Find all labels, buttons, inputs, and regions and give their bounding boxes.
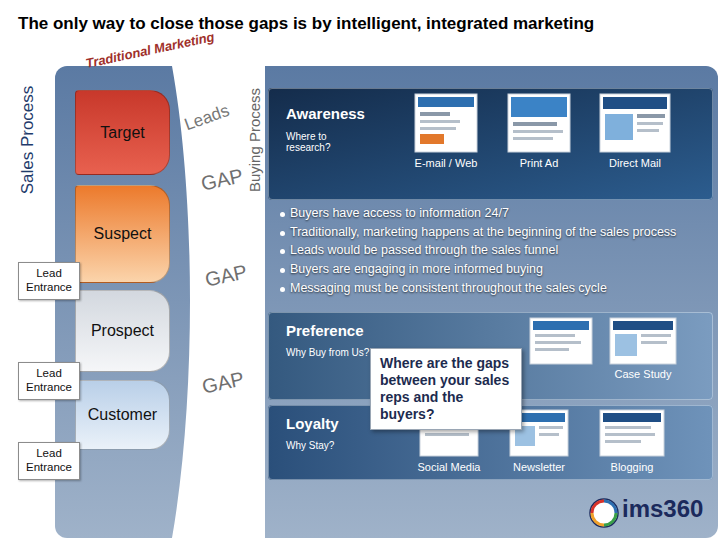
art-part <box>603 97 667 109</box>
channel-caption: Blogging <box>611 461 654 473</box>
art-part <box>637 122 663 125</box>
bullet-text: Buyers have access to information 24/7 <box>290 206 708 222</box>
gap-label: GAP <box>200 367 246 398</box>
thumbnail <box>415 94 477 152</box>
art-part <box>533 321 589 330</box>
art-part <box>605 426 651 429</box>
art-part <box>420 120 460 123</box>
art-part <box>513 122 557 126</box>
bullet-dot <box>280 287 285 292</box>
bullet-text: Leads would be passed through the sales … <box>290 243 708 259</box>
art-part <box>605 114 633 140</box>
art-part <box>513 130 563 133</box>
heading-text: Prospect <box>91 322 154 340</box>
thumbnail <box>600 94 670 152</box>
art-part <box>420 127 456 130</box>
axis-title: Buying Process <box>246 88 263 192</box>
art-part <box>530 318 592 364</box>
heading-text: Awareness <box>286 105 416 122</box>
bullet-dot <box>280 212 285 217</box>
awareness-panel-fill <box>268 88 713 200</box>
main-panel <box>55 66 718 538</box>
sub-text: Where to research? <box>286 131 370 153</box>
arc-heading: Traditional Marketing <box>84 29 215 71</box>
art-part <box>415 94 477 152</box>
slide-title: The only way to close those gaps is by i… <box>18 14 594 34</box>
bullet-text: Messaging must be consistent throughout … <box>290 281 708 297</box>
art-part <box>641 341 667 344</box>
art-part <box>539 433 559 436</box>
lead-entrance-box: Lead Entrance <box>18 442 80 480</box>
lead-entrance-box: Lead Entrance <box>18 262 80 300</box>
art-part <box>535 341 581 344</box>
flow-word: Leads <box>182 101 232 136</box>
bullet-dot <box>280 268 285 273</box>
heading-text: Customer <box>88 406 157 424</box>
logo-text: ims360 <box>622 497 703 521</box>
gap-label: GAP <box>199 164 245 195</box>
bullet-text: Traditionally, marketing happens at the … <box>290 225 708 241</box>
art-part <box>610 318 676 364</box>
art-part <box>535 334 575 337</box>
heading-text: Lead Entrance <box>22 267 76 295</box>
art-part <box>535 348 569 351</box>
thumbnail <box>610 318 676 364</box>
heading-text: Suspect <box>94 225 152 243</box>
channel-caption: E-mail / Web <box>415 157 478 169</box>
heading-text: Preference <box>286 322 416 339</box>
sub-text: Why Buy from Us? <box>286 347 370 358</box>
art-part <box>508 94 570 152</box>
gap-band <box>172 66 265 538</box>
heading-text: Lead Entrance <box>22 367 76 395</box>
thumbnail <box>508 94 570 152</box>
art-part <box>418 97 474 107</box>
lead-entrance-box: Lead Entrance <box>18 362 80 400</box>
channel-caption: Case Study <box>615 368 672 380</box>
thumbnail <box>600 410 664 456</box>
channel-caption: Print Ad <box>520 157 559 169</box>
heading-text: Where are the gaps between your sales re… <box>380 355 512 423</box>
stage-panel: AwarenessWhere to research? <box>268 88 713 200</box>
art-part <box>590 499 618 527</box>
question-callout: Where are the gaps between your sales re… <box>370 348 522 430</box>
art-part <box>592 501 604 513</box>
art-part <box>513 137 553 140</box>
bullet-dot <box>280 231 285 236</box>
art-part <box>613 321 673 330</box>
art-part <box>641 334 671 337</box>
thumbnail <box>530 318 592 364</box>
gap-label: GAP <box>203 260 249 291</box>
sub-text: Why Stay? <box>286 440 370 451</box>
bullet-dot <box>280 249 285 254</box>
art-part <box>615 334 637 356</box>
logo-mark <box>590 499 618 527</box>
art-part <box>604 501 616 513</box>
art-part <box>539 426 563 429</box>
heading-text: Target <box>100 124 144 142</box>
art-part <box>425 433 469 436</box>
art-part <box>600 94 670 152</box>
art-part <box>605 440 641 443</box>
art-part <box>605 433 655 436</box>
axis-title: Sales Process <box>18 86 38 195</box>
heading-text: Lead Entrance <box>22 447 76 475</box>
bullet-text: Buyers are engaging in more informed buy… <box>290 262 708 278</box>
stage-box: Prospect <box>75 290 170 372</box>
channel-caption: Direct Mail <box>609 157 661 169</box>
stage-box: Customer <box>75 380 170 450</box>
art-part <box>637 114 665 118</box>
stage-box: Suspect <box>75 185 170 283</box>
channel-caption: Newsletter <box>513 461 565 473</box>
channel-caption: Social Media <box>418 461 481 473</box>
art-part <box>637 129 659 132</box>
art-part <box>600 410 664 456</box>
art-part <box>511 97 567 117</box>
art-part <box>420 134 444 144</box>
art-part <box>592 513 604 525</box>
art-part <box>604 513 616 525</box>
art-part <box>420 112 450 116</box>
stage-box: Target <box>75 90 170 175</box>
art-part <box>603 413 661 422</box>
